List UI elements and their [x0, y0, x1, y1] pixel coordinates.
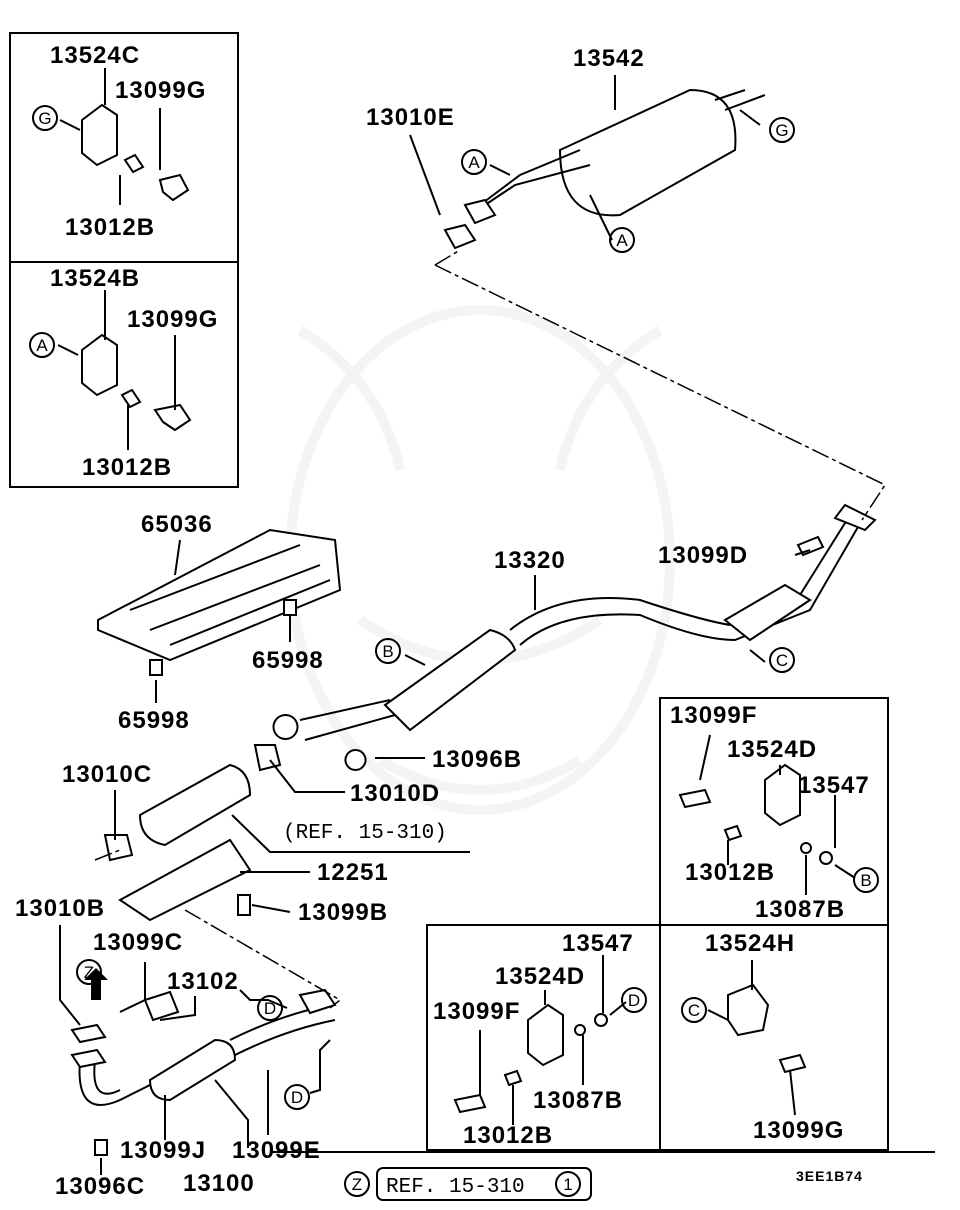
inset-boxes [9, 32, 889, 1151]
part-label[interactable]: 13087B [755, 896, 845, 923]
part-label[interactable]: 13012B [82, 454, 172, 481]
part-label[interactable]: 13010B [15, 895, 105, 922]
part-label[interactable]: 13099G [115, 77, 206, 104]
svg-text:C: C [776, 651, 788, 670]
ref-text: REF. 15-310 [386, 1176, 525, 1199]
marker-g: G [32, 105, 58, 131]
svg-text:Z: Z [84, 963, 94, 982]
marker-a: A [609, 227, 635, 253]
part-label[interactable]: 13547 [798, 772, 870, 799]
svg-text:D: D [264, 999, 276, 1018]
marker-d: D [284, 1084, 310, 1110]
part-label[interactable]: 13524C [50, 42, 140, 69]
svg-text:D: D [291, 1088, 303, 1107]
part-label[interactable]: 13099F [433, 998, 520, 1025]
marker-b: B [375, 638, 401, 664]
reference-callout[interactable]: Z REF. 15-310 1 [344, 1167, 592, 1201]
marker-c: C [769, 647, 795, 673]
part-label[interactable]: 13100 [183, 1170, 255, 1197]
marker-a: A [29, 332, 55, 358]
markers: G A A G A B C Z D D B D C [29, 105, 879, 1110]
part-label[interactable]: 13099D [658, 542, 748, 569]
part-label[interactable]: 13099G [753, 1117, 844, 1144]
ref-marker-1: 1 [563, 1175, 572, 1194]
part-label[interactable]: 13542 [573, 45, 645, 72]
ref-note[interactable]: (REF. 15-310) [283, 822, 447, 845]
part-label[interactable]: 13012B [463, 1122, 553, 1149]
part-label[interactable]: 13099C [93, 929, 183, 956]
part-label[interactable]: 13010C [62, 761, 152, 788]
part-label[interactable]: 13096B [432, 746, 522, 773]
svg-text:C: C [688, 1001, 700, 1020]
diagram-code: 3EE1B74 [796, 1168, 863, 1184]
part-label[interactable]: 65998 [118, 707, 190, 734]
part-label[interactable]: 65036 [141, 511, 213, 538]
part-label[interactable]: 13012B [65, 214, 155, 241]
part-shapes [70, 88, 877, 1156]
svg-text:B: B [382, 642, 393, 661]
ref-marker-z: Z [352, 1175, 362, 1194]
up-arrow-icon [84, 968, 108, 1000]
part-label[interactable]: 13012B [685, 859, 775, 886]
svg-text:A: A [468, 153, 480, 172]
part-label[interactable]: 13099G [127, 306, 218, 333]
part-label[interactable]: 13524D [727, 736, 817, 763]
svg-text:G: G [775, 121, 788, 140]
svg-text:G: G [38, 109, 51, 128]
part-label[interactable]: 13099E [232, 1137, 321, 1164]
part-label[interactable]: 12251 [317, 859, 389, 886]
part-label[interactable]: 13099F [670, 702, 757, 729]
svg-text:D: D [628, 991, 640, 1010]
svg-text:A: A [36, 336, 48, 355]
part-label[interactable]: 13547 [562, 930, 634, 957]
part-label[interactable]: 13524B [50, 265, 140, 292]
part-label[interactable]: 13010D [350, 780, 440, 807]
svg-text:A: A [616, 231, 628, 250]
part-label[interactable]: 13320 [494, 547, 566, 574]
marker-c: C [681, 997, 707, 1023]
marker-a: A [461, 149, 487, 175]
part-label[interactable]: 65998 [252, 647, 324, 674]
watermark-logo [285, 305, 675, 815]
marker-g: G [769, 117, 795, 143]
part-label[interactable]: 13087B [533, 1087, 623, 1114]
part-label[interactable]: 13010E [366, 104, 455, 131]
part-label[interactable]: 13099J [120, 1137, 206, 1164]
marker-z: Z [76, 959, 102, 985]
marker-d: D [257, 995, 283, 1021]
svg-text:B: B [860, 871, 871, 890]
part-label[interactable]: 13099B [298, 899, 388, 926]
part-label[interactable]: 13096C [55, 1173, 145, 1200]
marker-b: B [853, 867, 879, 893]
part-label[interactable]: 13524H [705, 930, 795, 957]
part-label[interactable]: 13102 [167, 968, 239, 995]
part-label[interactable]: 13524D [495, 963, 585, 990]
part-labels: 13524C 13099G 13012B 13524B 13099G 13012… [15, 42, 870, 1200]
marker-d: D [621, 987, 647, 1013]
leader-lines [57, 68, 935, 1175]
